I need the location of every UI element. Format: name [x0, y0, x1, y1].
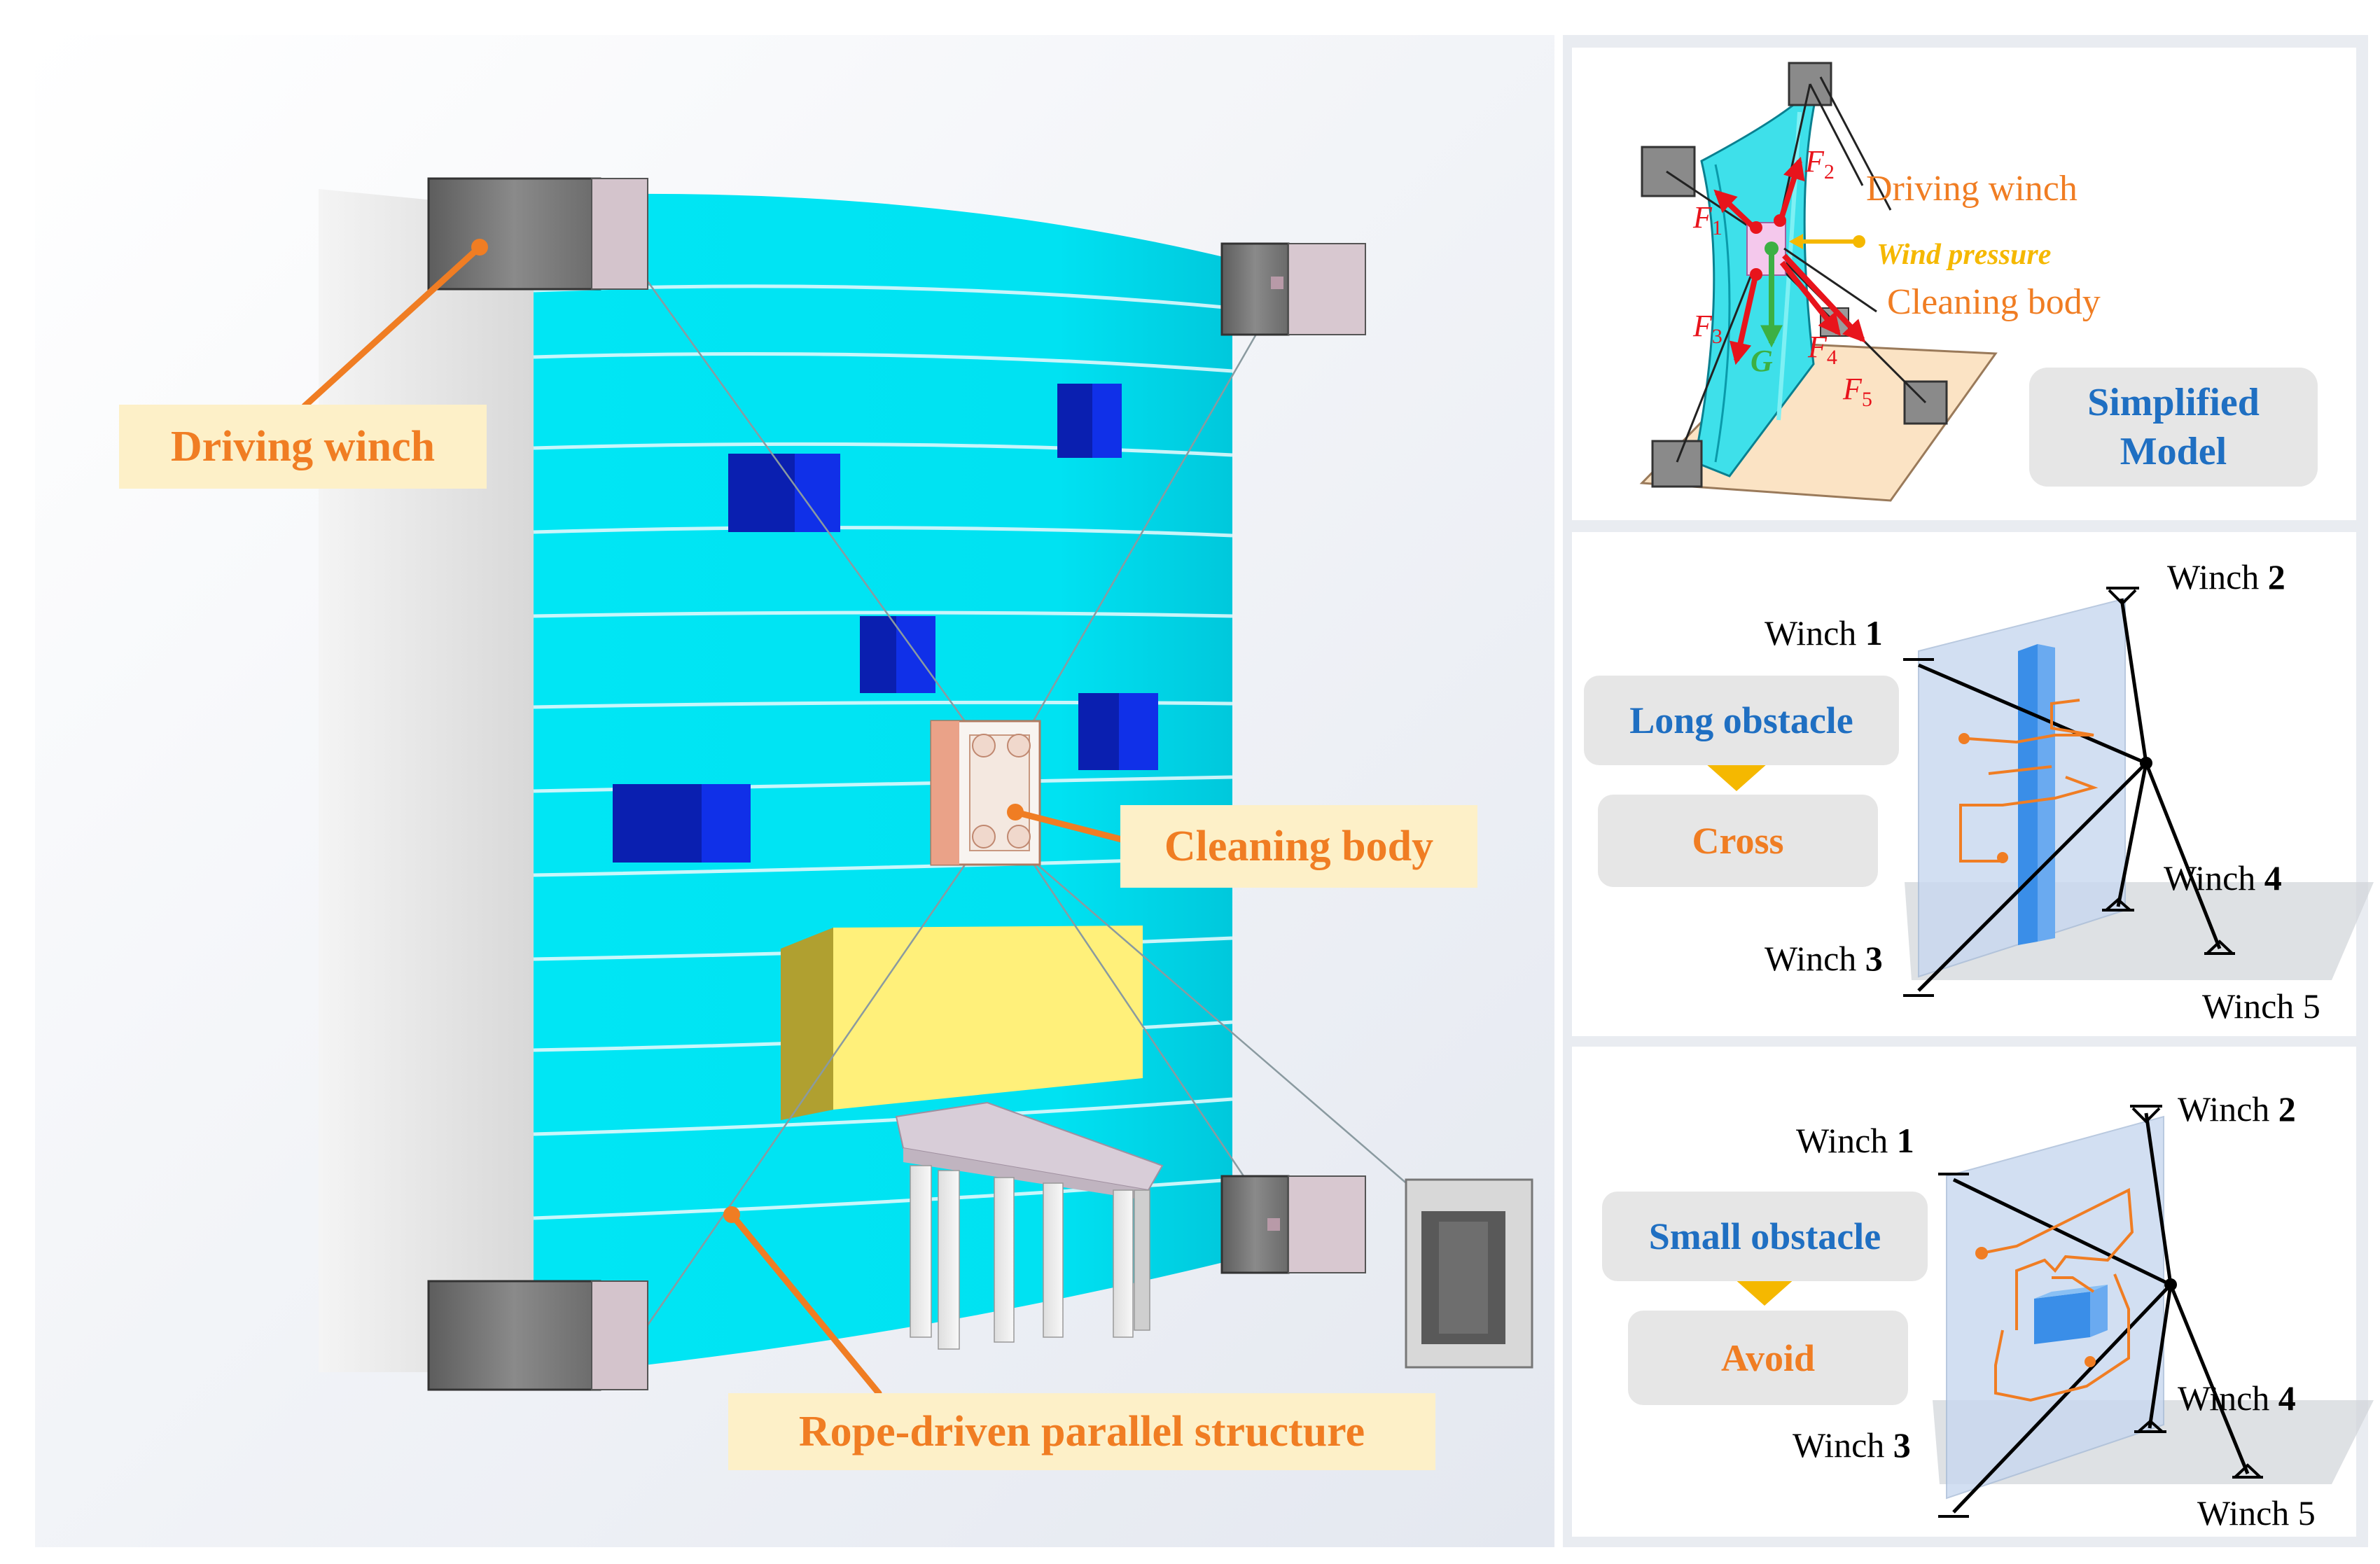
avoid-diagram [1933, 1105, 2374, 1518]
force-f4-label: F4 [1808, 330, 1837, 369]
callout-rope-structure: Rope-driven parallel structure [728, 1393, 1435, 1470]
winch-bottom-right [1220, 1175, 1366, 1274]
cross-diagram [1903, 587, 2374, 997]
cross-winch4-label: Winch 4 [2164, 858, 2282, 898]
callout-cleaning-body: Cleaning body [1120, 805, 1477, 888]
small-obstacle-box: Small obstacle [1602, 1192, 1928, 1281]
force-f5-label: F5 [1843, 372, 1872, 411]
force-f2-label: F2 [1805, 144, 1835, 183]
model-driving-winch-label: Driving winch [1866, 169, 2078, 209]
avoid-winch5-label: Winch 5 [2197, 1493, 2316, 1532]
gravity-g-label: G [1751, 344, 1773, 378]
model-wind-pressure-label: Wind pressure [1877, 239, 2052, 271]
winch-top-right [1220, 242, 1366, 336]
avoid-winch4-label: Winch 4 [2178, 1378, 2296, 1418]
ropes [643, 276, 1415, 1331]
cross-winch3-label: Winch 3 [1765, 939, 1883, 978]
avoid-winch2-label: Winch 2 [2178, 1089, 2296, 1129]
entrance-canopy [895, 1101, 1164, 1350]
long-obstacle-box: Long obstacle [1584, 676, 1899, 765]
facade-obstacles [613, 384, 1158, 863]
cross-box: Cross [1598, 795, 1878, 887]
winch-bottom-left [427, 1280, 648, 1391]
winch-symbols-avoid [1938, 1105, 2263, 1518]
cross-winch5-label: Winch 5 [2202, 986, 2320, 1026]
avoid-box: Avoid [1628, 1311, 1908, 1405]
model-drawing [1639, 62, 1998, 502]
cross-winch2-label: Winch 2 [2167, 557, 2285, 596]
callout-dots [471, 239, 1024, 1223]
force-f3-label: F3 [1693, 309, 1723, 348]
yellow-billboard [833, 926, 1143, 1110]
callout-driving-winch: Driving winch [119, 405, 487, 489]
avoid-winch3-label: Winch 3 [1793, 1425, 1911, 1465]
cross-winch1-label: Winch 1 [1765, 613, 1883, 652]
winch-ground [1405, 1178, 1533, 1369]
winch-symbols-cross [1903, 587, 2235, 997]
callout-leaders [301, 244, 1141, 1397]
winch-top-left [427, 177, 648, 291]
yellow-billboard-side [781, 928, 833, 1120]
model-cleaning-body-label: Cleaning body [1887, 282, 2101, 322]
force-f1-label: F1 [1693, 200, 1723, 239]
simplified-model-box: Simplified Model [2029, 368, 2318, 487]
avoid-winch1-label: Winch 1 [1796, 1121, 1914, 1160]
cleaning-body-model [930, 720, 1041, 866]
